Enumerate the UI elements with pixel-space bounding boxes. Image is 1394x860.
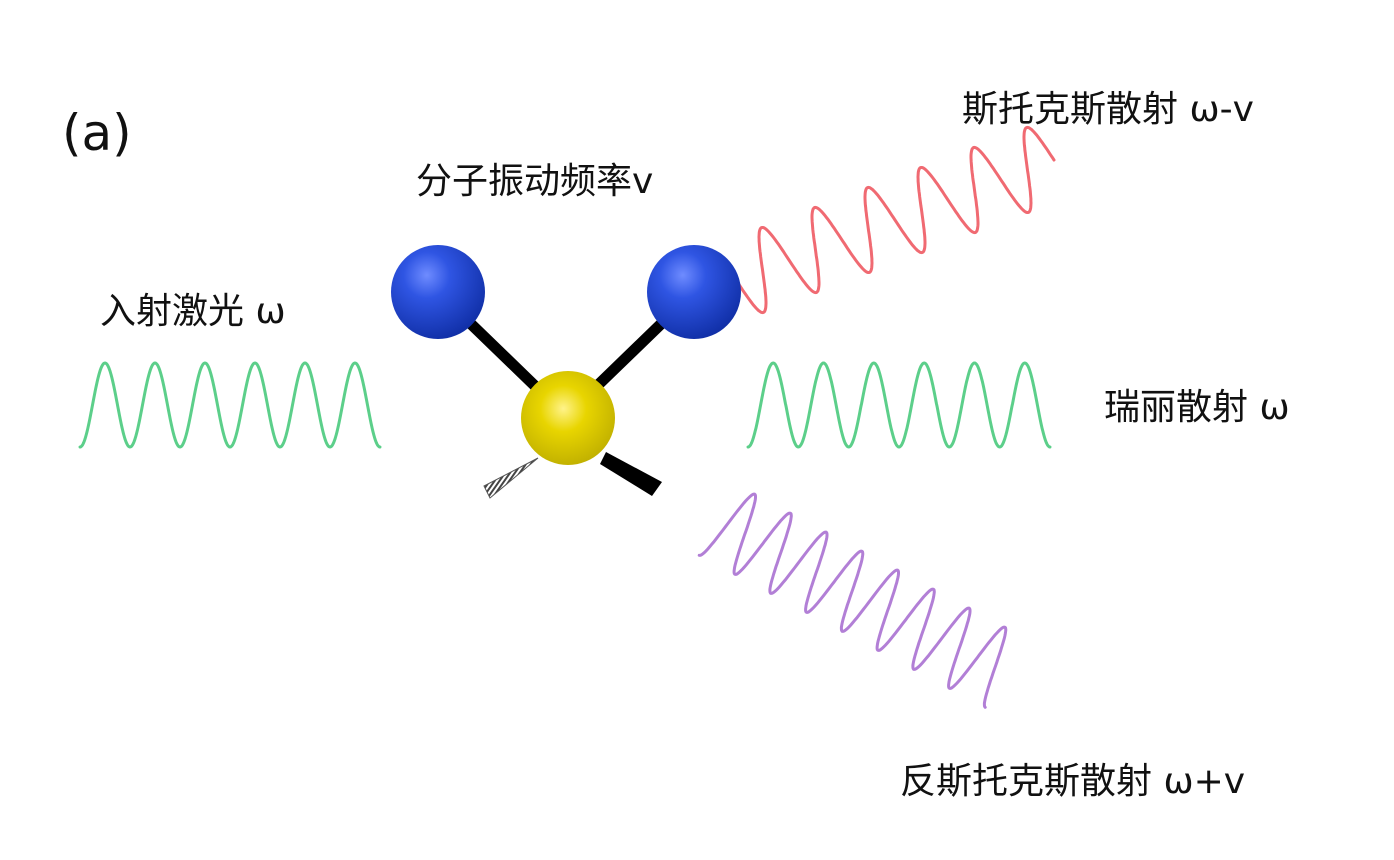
anti-stokes-scattered-wave — [697, 492, 1008, 709]
incident-laser-label: 入射激光 ω — [100, 291, 286, 332]
triatomic-molecule-icon — [391, 245, 741, 499]
left-outer-atom — [391, 245, 485, 339]
molecular-vibration-frequency-label: 分子振动频率v — [416, 161, 654, 202]
rayleigh-scattering-label: 瑞丽散射 ω — [1104, 387, 1290, 428]
hashed-wedge-bond — [483, 457, 539, 499]
anti-stokes-scattering-label: 反斯托克斯散射 ω+v — [900, 761, 1246, 802]
stokes-scattered-wave — [734, 125, 1056, 315]
incident-laser-wave — [78, 361, 382, 449]
stokes-scattering-label: 斯托克斯散射 ω-v — [962, 89, 1254, 130]
panel-label: (a) — [62, 104, 132, 162]
center-atom — [521, 371, 615, 465]
solid-wedge-bond — [600, 452, 662, 496]
right-outer-atom — [647, 245, 741, 339]
rayleigh-scattered-wave — [746, 361, 1052, 449]
